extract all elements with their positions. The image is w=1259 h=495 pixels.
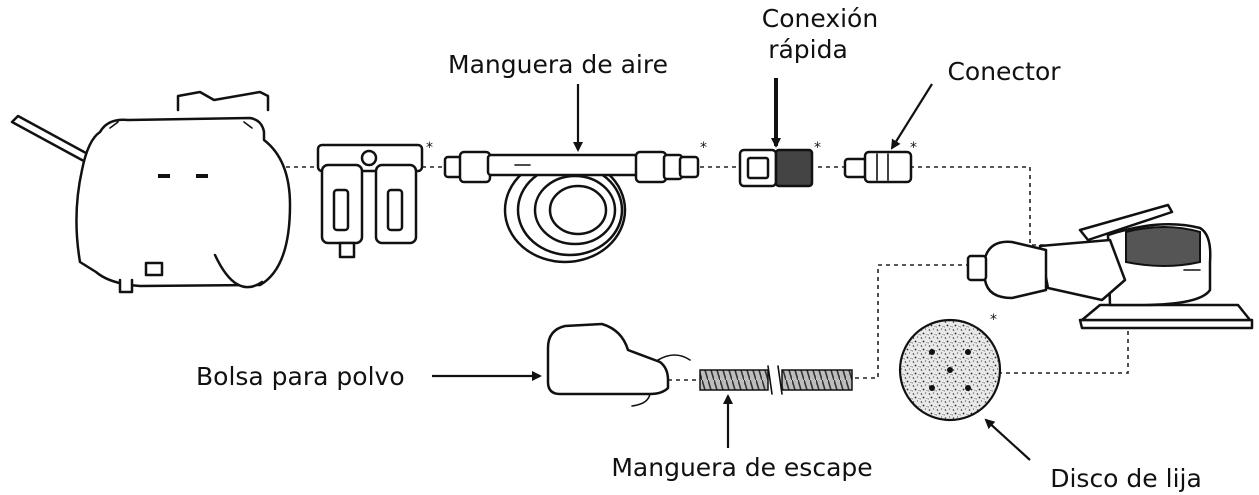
label-dust-bag: Bolsa para polvo [196, 362, 405, 391]
quick-connect-illustration: * [738, 140, 821, 188]
label-sanding-disc: Disco de lija [1050, 464, 1202, 493]
label-connector: Conector [947, 57, 1061, 86]
label-quick-connect-line2: rápida [768, 35, 848, 64]
disc-asterisk: * [990, 312, 997, 328]
connector-asterisk: * [910, 140, 917, 156]
air-compressor-illustration [10, 90, 292, 294]
orbital-sander-illustration [966, 203, 1254, 330]
sanding-disc-illustration: * [898, 312, 1002, 422]
label-quick-connect-line1: Conexión [762, 4, 878, 33]
dust-bag-illustration [546, 322, 691, 407]
filter-asterisk: * [426, 140, 433, 156]
label-exhaust-hose: Manguera de escape [611, 453, 872, 482]
connection-lines [262, 166, 1129, 381]
connector-illustration: * [843, 140, 917, 184]
label-air-hose: Manguera de aire [448, 50, 668, 79]
coupler-asterisk: * [814, 140, 821, 156]
air-hose-illustration: * [443, 140, 707, 264]
filter-regulator-illustration: * [316, 140, 433, 259]
exhaust-hose-illustration [699, 365, 853, 395]
label-arrows [432, 78, 1031, 461]
hose-asterisk: * [700, 140, 707, 156]
